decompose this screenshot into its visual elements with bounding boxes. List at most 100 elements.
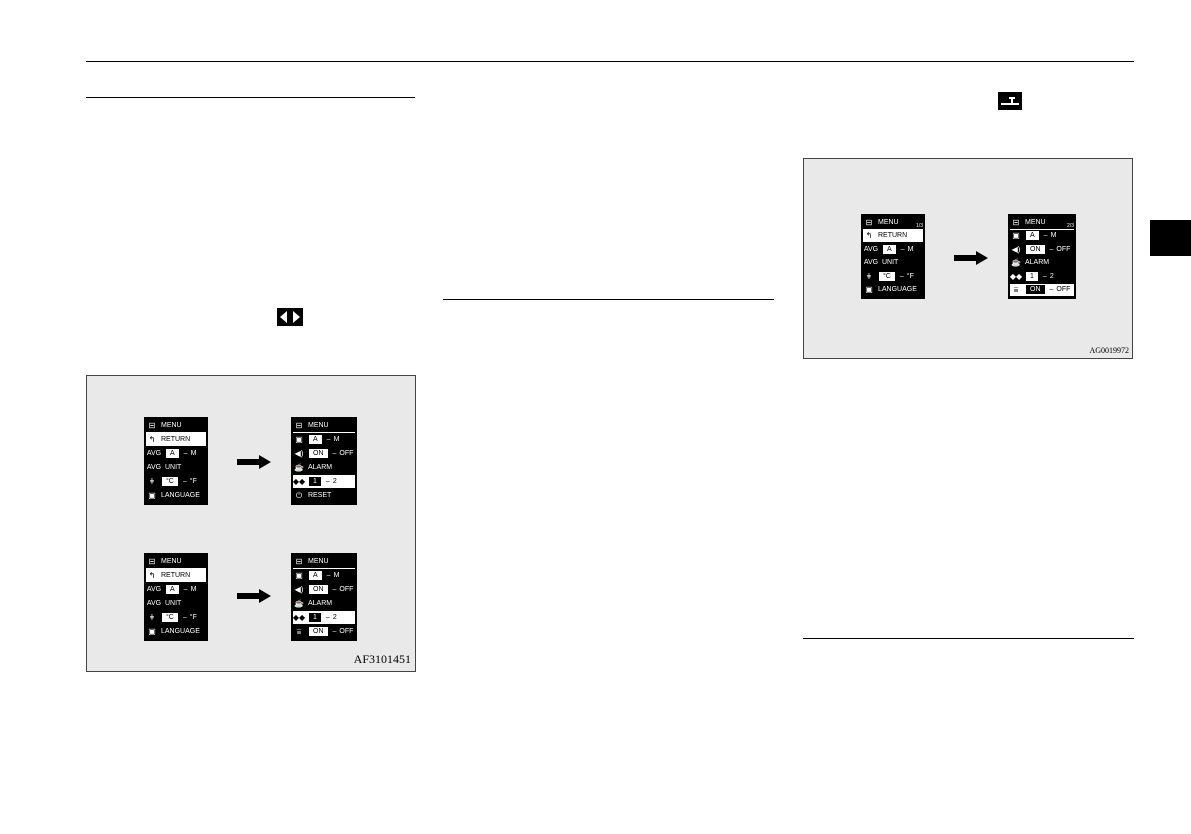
lcd-selected-value: A xyxy=(309,435,322,444)
lcd-row-text: RESET xyxy=(308,492,332,499)
middle-column-section-rule xyxy=(443,299,774,300)
speaker-icon: ◀) xyxy=(294,449,304,458)
figure-code: AG0019972 xyxy=(1089,346,1129,355)
language-icon: ▣ xyxy=(295,571,303,580)
lcd-selected-value: ON xyxy=(1026,244,1045,254)
lcd-title-row: ⊟MENU xyxy=(293,555,355,569)
return-icon: ↰ xyxy=(148,571,156,580)
lcd-alt-value: OFF xyxy=(1056,245,1071,253)
lcd-row-text: UNIT xyxy=(165,464,182,471)
lcd-dash: – xyxy=(1043,232,1048,240)
lcd-menu-row: ◆◆1–2 xyxy=(1010,270,1074,283)
thermometer-icon: ǂ xyxy=(149,477,155,486)
lcd-menu-row: ǂ°C–°F xyxy=(146,611,206,624)
lcd-menu-row: ◀)ON–OFF xyxy=(293,583,355,596)
language-icon: ▣ xyxy=(1012,231,1020,241)
lcd-row-text: MENU xyxy=(161,558,182,565)
lcd-row-label: AVG xyxy=(146,586,162,593)
lcd-screen-4: ⊟MENU▣A–M◀)ON–OFF☕ALARM◆◆1–2⩸ON–OFF xyxy=(291,553,357,641)
lcd-menu-row: ▣LANGUAGE xyxy=(146,489,206,502)
lcd-dash: – xyxy=(183,586,188,593)
lcd-selected-value: ON xyxy=(309,627,328,636)
lane-icon: ⩸ xyxy=(296,626,302,636)
lcd-selected-value: °C xyxy=(162,613,178,622)
lcd-row-text: ALARM xyxy=(308,600,333,607)
lcd-row-text: RETURN xyxy=(161,436,191,443)
language-icon: ▣ xyxy=(865,285,873,295)
lcd-alt-value: 2 xyxy=(332,614,337,621)
lcd-dash: – xyxy=(326,436,331,443)
lcd-alt-value: OFF xyxy=(1056,286,1071,294)
toolbox-icon: ⊟ xyxy=(148,557,156,566)
lcd-alt-value: M xyxy=(190,586,197,593)
toolbox-icon: ⊟ xyxy=(295,557,303,566)
left-right-arrows-icon xyxy=(277,308,303,326)
lcd-selected-value: 1 xyxy=(309,613,321,622)
lcd-dash: – xyxy=(326,572,331,579)
lcd-dash: – xyxy=(325,478,330,485)
lcd-dash: – xyxy=(183,450,188,457)
lcd-row-text: LANGUAGE xyxy=(878,286,917,294)
language-icon: ▣ xyxy=(148,491,156,500)
lcd-menu-row: ☕ALARM xyxy=(293,461,355,474)
lcd-menu-row: ǂ°C–°F xyxy=(863,270,923,283)
lcd-menu-row: ☕ALARM xyxy=(293,597,355,610)
toolbox-icon: ⊟ xyxy=(295,421,303,430)
lcd-menu-row: ◀) ON–OFF xyxy=(1010,243,1074,256)
thermometer-icon: ǂ xyxy=(149,613,155,622)
lcd-alt-value: M xyxy=(190,450,197,457)
lcd-row-text: UNIT xyxy=(882,259,899,267)
chapter-tab xyxy=(1150,220,1191,256)
lcd-alt-value: 2 xyxy=(332,478,337,485)
coffee-cup-icon: ☕ xyxy=(1011,258,1021,268)
lcd-row-text: RETURN xyxy=(878,232,908,240)
lcd-menu-row: ◀)ON–OFF xyxy=(293,447,355,460)
lcd-menu-row: ▣ LANGUAGE xyxy=(863,284,923,297)
lcd-page-indicator: 2/3 xyxy=(1067,222,1074,229)
lcd-alt-value: °F xyxy=(189,478,197,485)
lcd-screen-2: ⊟MENU▣A–M◀)ON–OFF☕ALARM◆◆1–2⏻RESET xyxy=(291,417,357,505)
lcd-row-label: AVG xyxy=(863,259,879,267)
lcd-menu-row: ☕ALARM xyxy=(1010,257,1074,270)
left-column-section-rule xyxy=(86,97,415,98)
lcd-row-text: ALARM xyxy=(308,464,333,471)
lcd-menu-row: ◆◆1–2 xyxy=(293,475,355,488)
return-icon: ↰ xyxy=(865,231,873,241)
return-icon: ↰ xyxy=(148,435,156,444)
lane-icon: ⩸ xyxy=(1013,284,1019,294)
lcd-menu-row: ⩸ON–OFF xyxy=(293,625,355,638)
lcd-row-text: MENU xyxy=(161,422,182,429)
lcd-menu-row: ǂ°C–°F xyxy=(146,475,206,488)
lcd-menu-row: ↰ RETURN xyxy=(146,433,206,446)
right-arrow-icon xyxy=(237,455,271,469)
lcd-title-row: ⊟ MENU xyxy=(146,555,206,569)
speaker-icon: ◀) xyxy=(1011,244,1021,254)
lcd-title-row: ⊟MENU xyxy=(293,419,355,433)
right-column-section-rule xyxy=(803,638,1134,639)
lcd-row-label: AVG xyxy=(146,450,162,457)
lcd-row-text: LANGUAGE xyxy=(161,628,200,635)
lcd-dash: – xyxy=(182,478,187,485)
lcd-dash: – xyxy=(332,450,337,457)
lcd-dash: – xyxy=(1049,245,1054,253)
lcd-alt-value: °F xyxy=(906,272,914,280)
left-right-arrows-icon: ◆◆ xyxy=(1009,271,1023,281)
left-right-arrows-icon: ◆◆ xyxy=(292,613,306,622)
lcd-dash: – xyxy=(325,614,330,621)
lcd-alt-value: °F xyxy=(189,614,197,621)
lcd-dash: – xyxy=(900,245,905,253)
lcd-menu-row: ▣LANGUAGE xyxy=(146,625,206,638)
figure-code: AF3101451 xyxy=(353,652,411,666)
lcd-selected-value: ON xyxy=(1026,285,1045,295)
lcd-selected-value: A xyxy=(883,244,896,254)
lcd-dash: – xyxy=(332,628,337,635)
left-right-arrows-icon: ◆◆ xyxy=(292,477,306,486)
